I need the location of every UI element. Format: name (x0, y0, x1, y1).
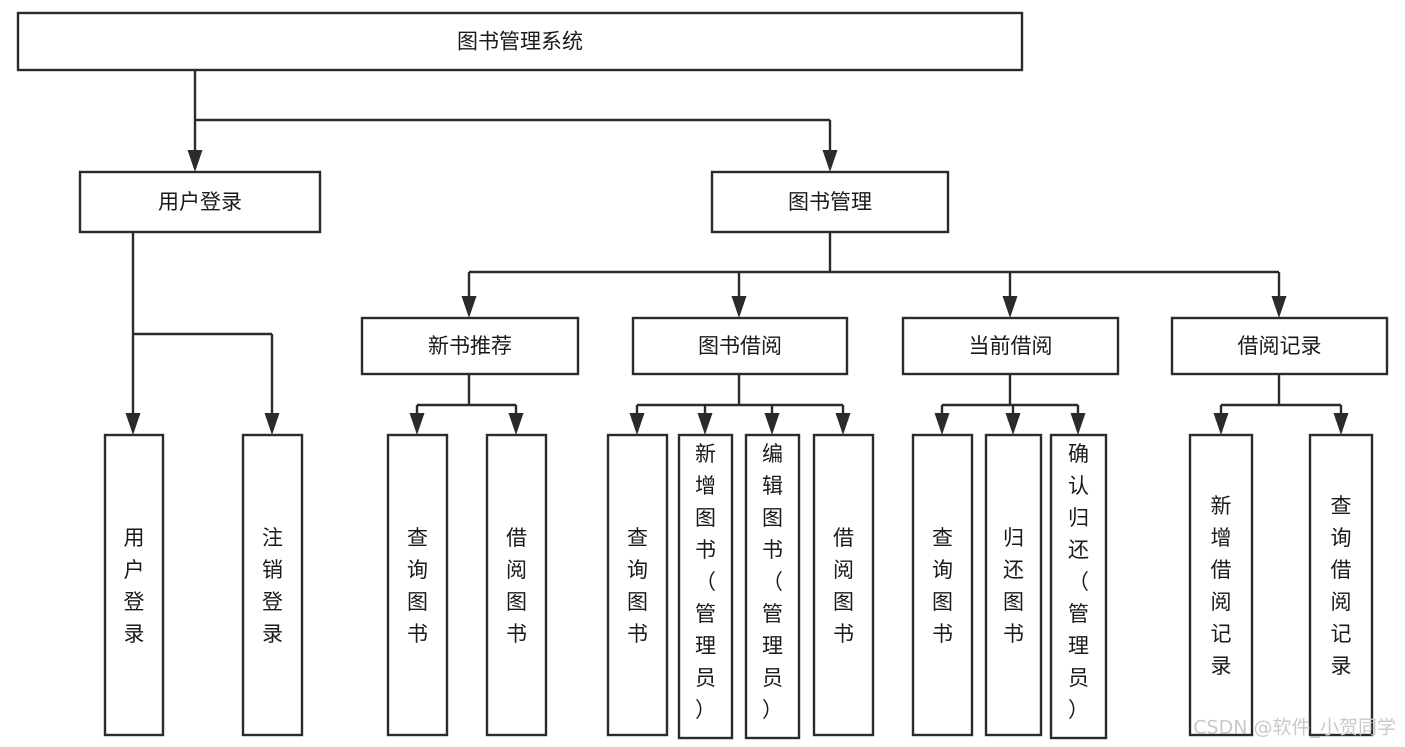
node-box-leaf-query-book-current[interactable] (911, 433, 974, 737)
node-leaf-add-record[interactable]: 新增借阅记录 (1188, 433, 1254, 737)
node-borrow-record[interactable]: 借阅记录 (1170, 316, 1389, 376)
node-box-leaf-borrow-book-rec[interactable] (485, 433, 548, 737)
node-book-manage[interactable]: 图书管理 (710, 170, 950, 234)
arrow-head-icon (1002, 296, 1018, 318)
arrow-head-icon (187, 150, 203, 172)
node-label-leaf-return-book: 归还图书 (1003, 526, 1024, 646)
node-user-login[interactable]: 用户登录 (78, 170, 322, 234)
arrow-head-icon (629, 413, 645, 435)
node-label-current-borrow: 当前借阅 (969, 334, 1053, 358)
node-leaf-return-book[interactable]: 归还图书 (984, 433, 1043, 737)
node-label-leaf-add-record: 新增借阅记录 (1211, 494, 1232, 678)
node-box-book-manage[interactable] (710, 170, 950, 234)
arrow-head-icon (1271, 296, 1287, 318)
csdn-watermark: CSDN @软件_小贺同学 (1193, 717, 1396, 739)
node-leaf-user-login[interactable]: 用户登录 (103, 433, 165, 737)
arrow-head-icon (1070, 413, 1086, 435)
node-label-book-borrow: 图书借阅 (698, 334, 782, 358)
node-label-leaf-add-book: 新增图书（管理员） (695, 442, 716, 722)
arrow-head-icon (1213, 413, 1229, 435)
node-box-leaf-return-book[interactable] (984, 433, 1043, 737)
arrow-head-icon (835, 413, 851, 435)
node-layer: 图书管理系统用户登录图书管理新书推荐图书借阅当前借阅借阅记录用户登录注销登录查询… (16, 11, 1389, 740)
node-label-leaf-query-book-rec: 查询图书 (407, 526, 428, 646)
node-box-leaf-add-book[interactable] (677, 433, 734, 740)
node-box-new-book-rec[interactable] (360, 316, 580, 376)
connector-group-book-manage-to-level2 (461, 232, 1287, 318)
node-box-leaf-borrow-book[interactable] (812, 433, 875, 737)
arrow-head-icon (461, 296, 477, 318)
connector-layer (125, 70, 1349, 435)
node-root[interactable]: 图书管理系统 (16, 11, 1024, 72)
node-box-leaf-confirm-return[interactable] (1049, 433, 1108, 740)
node-box-user-login[interactable] (78, 170, 322, 234)
node-label-leaf-borrow-book-rec: 借阅图书 (506, 526, 527, 646)
node-box-root[interactable] (16, 11, 1024, 72)
node-label-leaf-query-book-borrow: 查询图书 (627, 526, 648, 646)
arrow-head-icon (125, 413, 141, 435)
arrow-head-icon (822, 150, 838, 172)
arrow-head-icon (264, 413, 280, 435)
node-leaf-add-book[interactable]: 新增图书（管理员） (677, 433, 734, 740)
node-label-leaf-confirm-return: 确认归还（管理员） (1068, 442, 1089, 722)
arrow-head-icon (764, 413, 780, 435)
node-label-leaf-user-login: 用户登录 (124, 526, 145, 646)
arrow-head-icon (934, 413, 950, 435)
node-label-book-manage: 图书管理 (788, 190, 872, 214)
node-current-borrow[interactable]: 当前借阅 (901, 316, 1120, 376)
node-label-leaf-borrow-book: 借阅图书 (833, 526, 854, 646)
connector-group-root-to-level1 (187, 70, 838, 172)
node-box-leaf-query-book-borrow[interactable] (606, 433, 669, 737)
arrow-head-icon (731, 296, 747, 318)
node-leaf-logout[interactable]: 注销登录 (241, 433, 304, 737)
node-leaf-edit-book[interactable]: 编辑图书（管理员） (744, 433, 801, 740)
node-leaf-query-book-rec[interactable]: 查询图书 (386, 433, 449, 737)
node-new-book-rec[interactable]: 新书推荐 (360, 316, 580, 376)
node-box-current-borrow[interactable] (901, 316, 1120, 376)
arrow-head-icon (1005, 413, 1021, 435)
node-leaf-confirm-return[interactable]: 确认归还（管理员） (1049, 433, 1108, 740)
node-label-new-book-rec: 新书推荐 (428, 334, 512, 358)
node-leaf-borrow-book[interactable]: 借阅图书 (812, 433, 875, 737)
node-label-borrow-record: 借阅记录 (1238, 334, 1322, 358)
node-leaf-query-book-current[interactable]: 查询图书 (911, 433, 974, 737)
connector-group-current-borrow-to-leaves (934, 374, 1086, 435)
arrow-head-icon (1333, 413, 1349, 435)
node-box-book-borrow[interactable] (631, 316, 849, 376)
node-label-leaf-edit-book: 编辑图书（管理员） (762, 442, 783, 722)
connector-group-book-borrow-to-leaves (629, 374, 851, 435)
arrow-head-icon (508, 413, 524, 435)
node-box-borrow-record[interactable] (1170, 316, 1389, 376)
connector-group-borrow-record-to-leaves (1213, 374, 1349, 435)
node-box-leaf-query-book-rec[interactable] (386, 433, 449, 737)
node-box-leaf-logout[interactable] (241, 433, 304, 737)
node-box-leaf-user-login[interactable] (103, 433, 165, 737)
node-book-borrow[interactable]: 图书借阅 (631, 316, 849, 376)
arrow-head-icon (697, 413, 713, 435)
node-box-leaf-edit-book[interactable] (744, 433, 801, 740)
node-box-leaf-add-record[interactable] (1188, 433, 1254, 737)
node-box-leaf-query-record[interactable] (1308, 433, 1374, 737)
node-label-leaf-logout: 注销登录 (262, 526, 283, 646)
node-label-leaf-query-record: 查询借阅记录 (1331, 494, 1352, 678)
node-label-user-login: 用户登录 (158, 190, 242, 214)
arrow-head-icon (409, 413, 425, 435)
node-leaf-query-book-borrow[interactable]: 查询图书 (606, 433, 669, 737)
node-leaf-query-record[interactable]: 查询借阅记录 (1308, 433, 1374, 737)
node-label-leaf-query-book-current: 查询图书 (932, 526, 953, 646)
connector-group-new-book-rec-to-leaves (409, 374, 524, 435)
node-leaf-borrow-book-rec[interactable]: 借阅图书 (485, 433, 548, 737)
node-label-root: 图书管理系统 (457, 30, 583, 54)
connector-group-user-login-to-leaves (125, 232, 280, 435)
